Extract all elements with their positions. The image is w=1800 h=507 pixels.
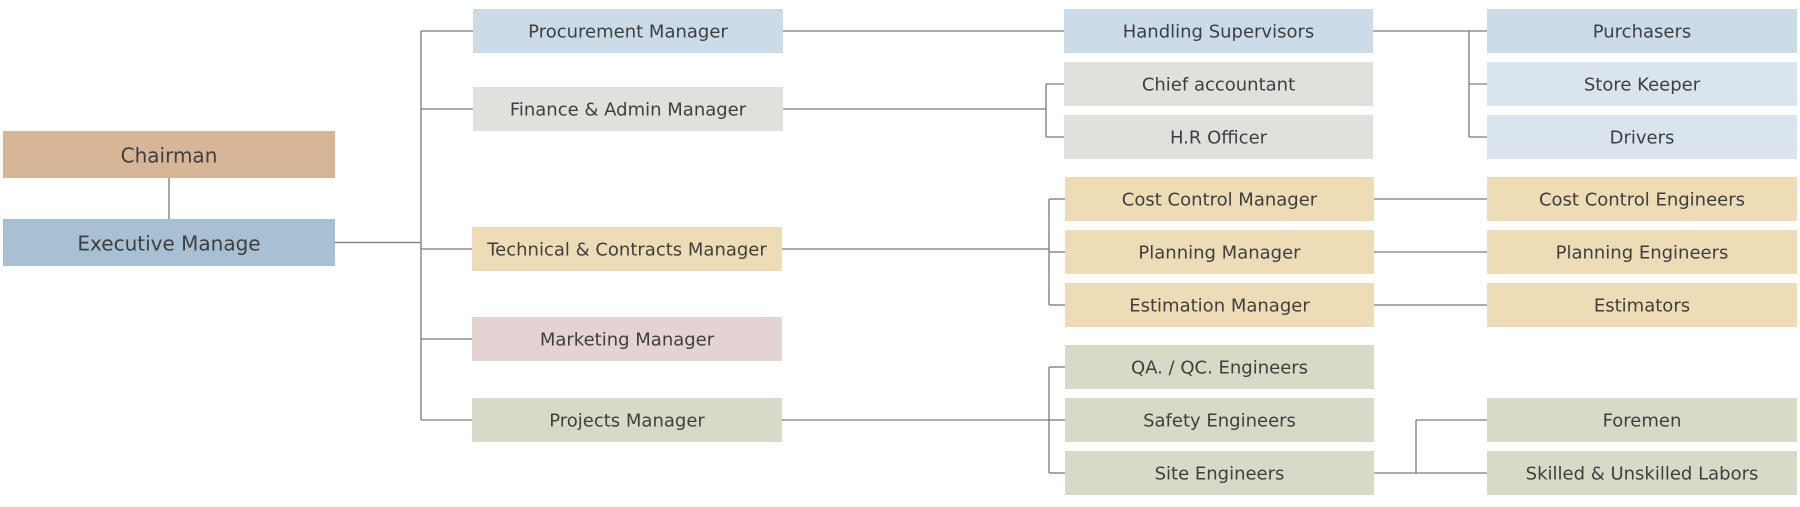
node-drivers-label: Drivers [1610,128,1675,149]
node-cost-ctrl-eng: Cost Control Engineers [1487,177,1797,221]
node-planning-mgr-label: Planning Manager [1138,243,1301,264]
node-drivers: Drivers [1487,115,1797,159]
node-planning-mgr-box [1065,230,1374,274]
node-procurement-box [473,9,783,53]
node-site-box [1065,451,1374,495]
node-planning-eng-box [1487,230,1797,274]
node-estimation-mgr: Estimation Manager [1065,283,1374,327]
node-cost-ctrl-mgr-box [1065,177,1374,221]
node-chairman-box [3,131,335,178]
node-purchasers-label: Purchasers [1593,22,1692,43]
node-hr-label: H.R Officer [1170,128,1268,149]
node-projects-label: Projects Manager [549,411,705,432]
node-foremen-label: Foremen [1603,411,1682,432]
node-estimators-label: Estimators [1594,296,1690,317]
node-labors: Skilled & Unskilled Labors [1487,451,1797,495]
node-finance-box [473,87,783,131]
node-planning-eng: Planning Engineers [1487,230,1797,274]
node-handling-box [1064,9,1373,53]
node-cost-ctrl-eng-label: Cost Control Engineers [1539,190,1745,211]
node-chairman: Chairman [3,131,335,178]
node-executive: Executive Manage [3,219,335,266]
node-chief-acc-box [1064,62,1373,106]
node-store-keeper: Store Keeper [1487,62,1797,106]
node-handling-label: Handling Supervisors [1123,22,1315,43]
node-marketing: Marketing Manager [472,317,782,361]
node-estimators-box [1487,283,1797,327]
node-projects: Projects Manager [472,398,782,442]
node-site: Site Engineers [1065,451,1374,495]
node-projects-box [472,398,782,442]
node-store-keeper-box [1487,62,1797,106]
node-safety-box [1065,398,1374,442]
node-estimators: Estimators [1487,283,1797,327]
node-labors-label: Skilled & Unskilled Labors [1526,464,1759,485]
node-qa-qc: QA. / QC. Engineers [1065,345,1374,389]
node-qa-qc-box [1065,345,1374,389]
node-purchasers-box [1487,9,1797,53]
node-labors-box [1487,451,1797,495]
node-foremen-box [1487,398,1797,442]
node-executive-label: Executive Manage [77,232,260,256]
node-drivers-box [1487,115,1797,159]
node-chief-acc: Chief accountant [1064,62,1373,106]
node-finance-label: Finance & Admin Manager [510,100,747,121]
node-safety-label: Safety Engineers [1143,411,1296,432]
node-site-label: Site Engineers [1155,464,1285,485]
node-hr-box [1064,115,1373,159]
node-procurement: Procurement Manager [473,9,783,53]
node-executive-box [3,219,335,266]
node-procurement-label: Procurement Manager [528,22,728,43]
node-technical-label: Technical & Contracts Manager [486,240,767,261]
node-foremen: Foremen [1487,398,1797,442]
node-safety: Safety Engineers [1065,398,1374,442]
node-hr: H.R Officer [1064,115,1373,159]
node-cost-ctrl-mgr-label: Cost Control Manager [1122,190,1318,211]
node-handling: Handling Supervisors [1064,9,1373,53]
node-finance: Finance & Admin Manager [473,87,783,131]
node-planning-eng-label: Planning Engineers [1556,243,1729,264]
node-store-keeper-label: Store Keeper [1584,75,1701,96]
node-marketing-box [472,317,782,361]
node-cost-ctrl-eng-box [1487,177,1797,221]
node-cost-ctrl-mgr: Cost Control Manager [1065,177,1374,221]
node-chief-acc-label: Chief accountant [1142,75,1295,96]
node-estimation-mgr-box [1065,283,1374,327]
node-marketing-label: Marketing Manager [540,330,715,351]
node-qa-qc-label: QA. / QC. Engineers [1131,358,1308,379]
node-chairman-label: Chairman [121,144,218,168]
node-purchasers: Purchasers [1487,9,1797,53]
connector-lines [168,30,1487,474]
node-planning-mgr: Planning Manager [1065,230,1374,274]
node-technical-box [472,227,782,271]
node-estimation-mgr-label: Estimation Manager [1129,296,1310,317]
node-technical: Technical & Contracts Manager [472,227,782,271]
